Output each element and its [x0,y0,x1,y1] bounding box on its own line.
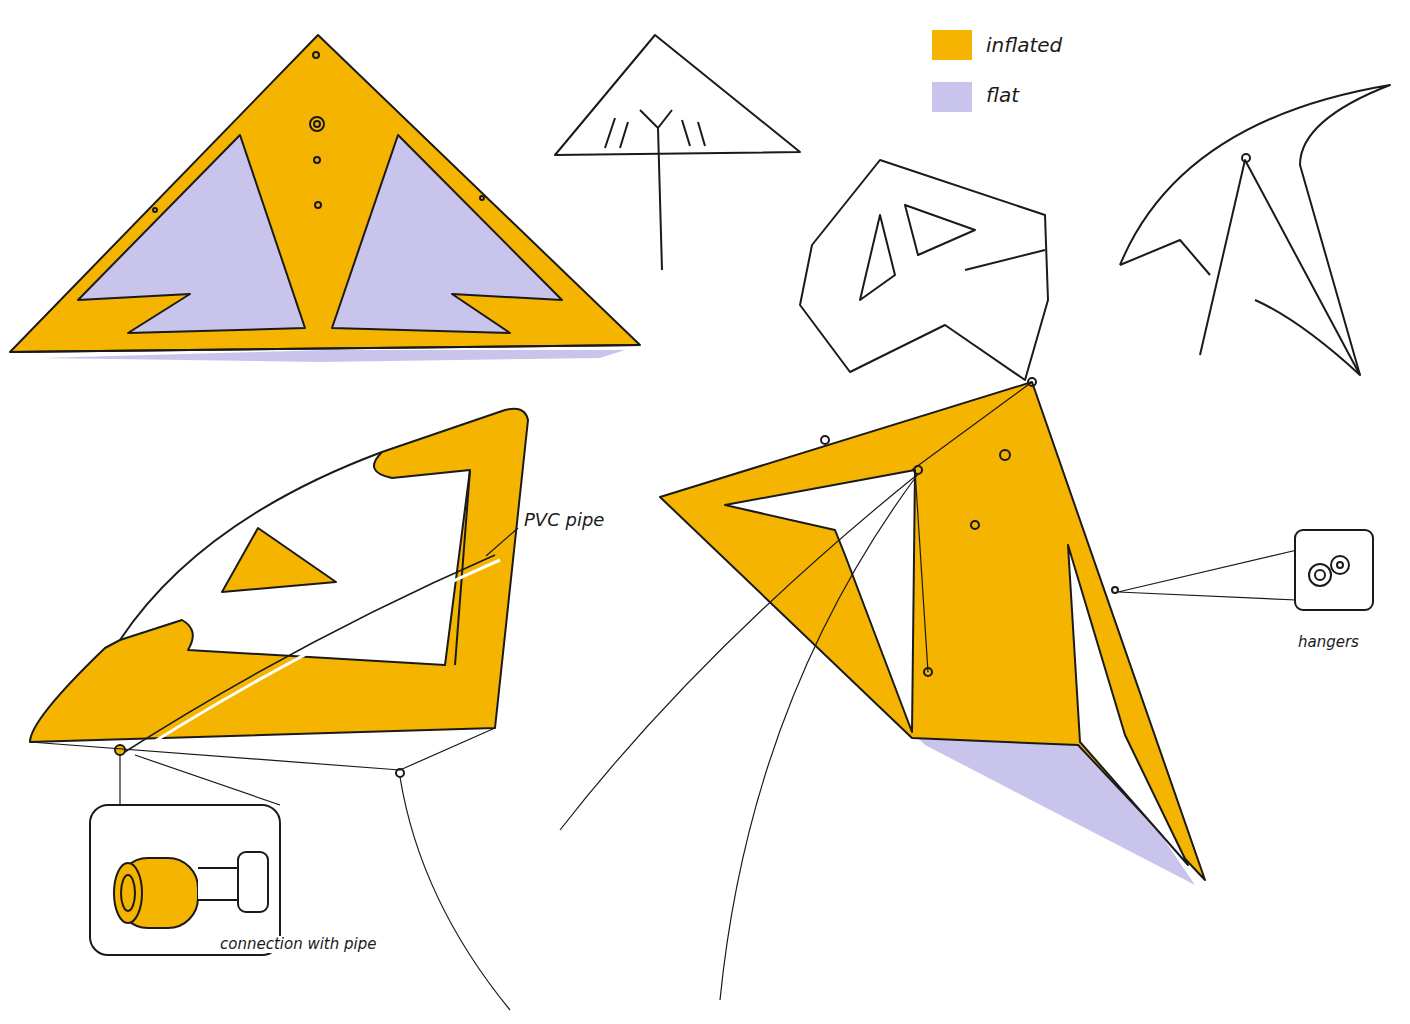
kite-frame [10,35,640,352]
kite-frame [30,409,528,742]
shadow [40,350,625,362]
legend-swatch [932,30,972,60]
legend-swatch [932,82,972,112]
legend-text: inflated [986,34,1062,56]
part-label: hangers [1296,634,1361,651]
part-label: connection with pipe [218,936,378,953]
flat-panel [78,135,305,333]
part-label: PVC pipe [522,510,606,530]
kite-frame [660,382,1205,880]
legend-text: flat [986,84,1019,106]
flat-panel [332,135,562,333]
